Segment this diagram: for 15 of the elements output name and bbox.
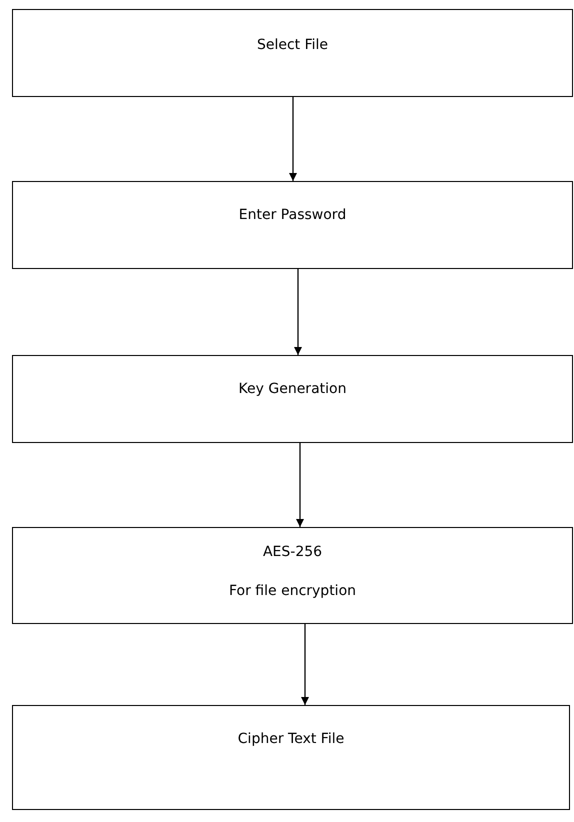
process-box (12, 181, 573, 269)
arrow (301, 624, 309, 705)
box-label: Select File (256, 37, 328, 53)
box-label: AES-256 (262, 544, 322, 560)
process-box (12, 705, 570, 810)
arrow (289, 97, 297, 181)
arrow (296, 443, 304, 527)
box-label: Cipher Text File (238, 731, 344, 747)
arrow (294, 269, 302, 355)
box-label: Key Generation (238, 381, 346, 397)
box-label: For file encryption (228, 583, 356, 599)
process-box (12, 9, 573, 97)
process-box (12, 355, 573, 443)
box-label: Enter Password (238, 207, 346, 223)
process-box (12, 527, 573, 624)
